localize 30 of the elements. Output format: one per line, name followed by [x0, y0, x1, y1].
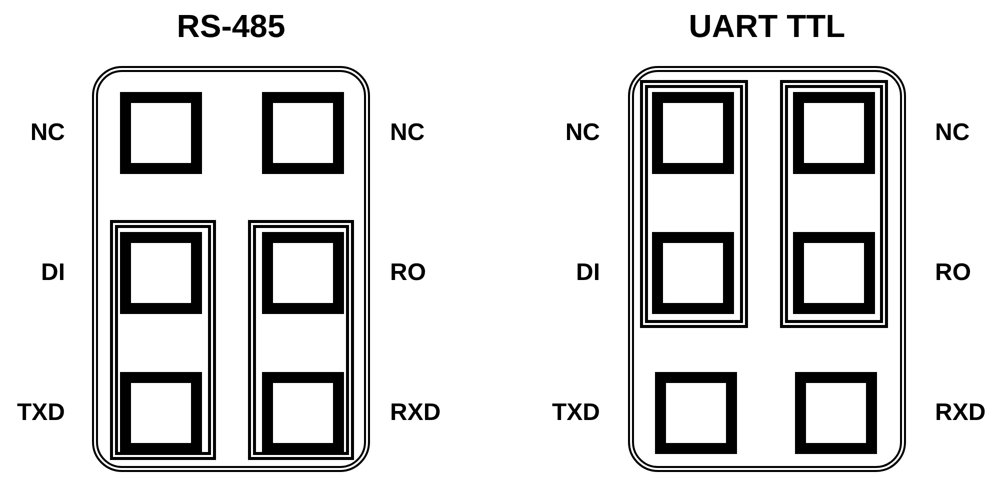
pin-label: DI: [41, 259, 65, 287]
pin-label: NC: [935, 119, 970, 147]
header-pin: [652, 232, 734, 314]
header-pin: [262, 232, 344, 314]
header-pin: [120, 232, 202, 314]
jumper-cap: [110, 220, 216, 460]
pin-label: TXD: [17, 399, 65, 427]
pin-label: RO: [935, 259, 971, 287]
header-pin: [795, 372, 877, 454]
board-heading: UART TTL: [688, 8, 846, 45]
header-pin: [793, 92, 875, 174]
header-pin: [262, 372, 344, 454]
header-pin: [652, 92, 734, 174]
jumper-cap: [780, 80, 888, 328]
pin-label: RO: [390, 259, 426, 287]
pin-label: NC: [390, 119, 425, 147]
header-pin: [655, 372, 737, 454]
jumper-cap: [640, 80, 748, 328]
board-heading: RS-485: [176, 8, 286, 45]
header-pin: [120, 372, 202, 454]
header-pin: [120, 92, 202, 174]
jumper-cap: [248, 220, 354, 460]
header-pin: [262, 92, 344, 174]
pin-label: RXD: [935, 399, 986, 427]
pin-label: NC: [565, 119, 600, 147]
pin-label: NC: [30, 119, 65, 147]
pin-label: DI: [576, 259, 600, 287]
pin-label: TXD: [552, 399, 600, 427]
pin-label: RXD: [390, 399, 441, 427]
header-pin: [793, 232, 875, 314]
